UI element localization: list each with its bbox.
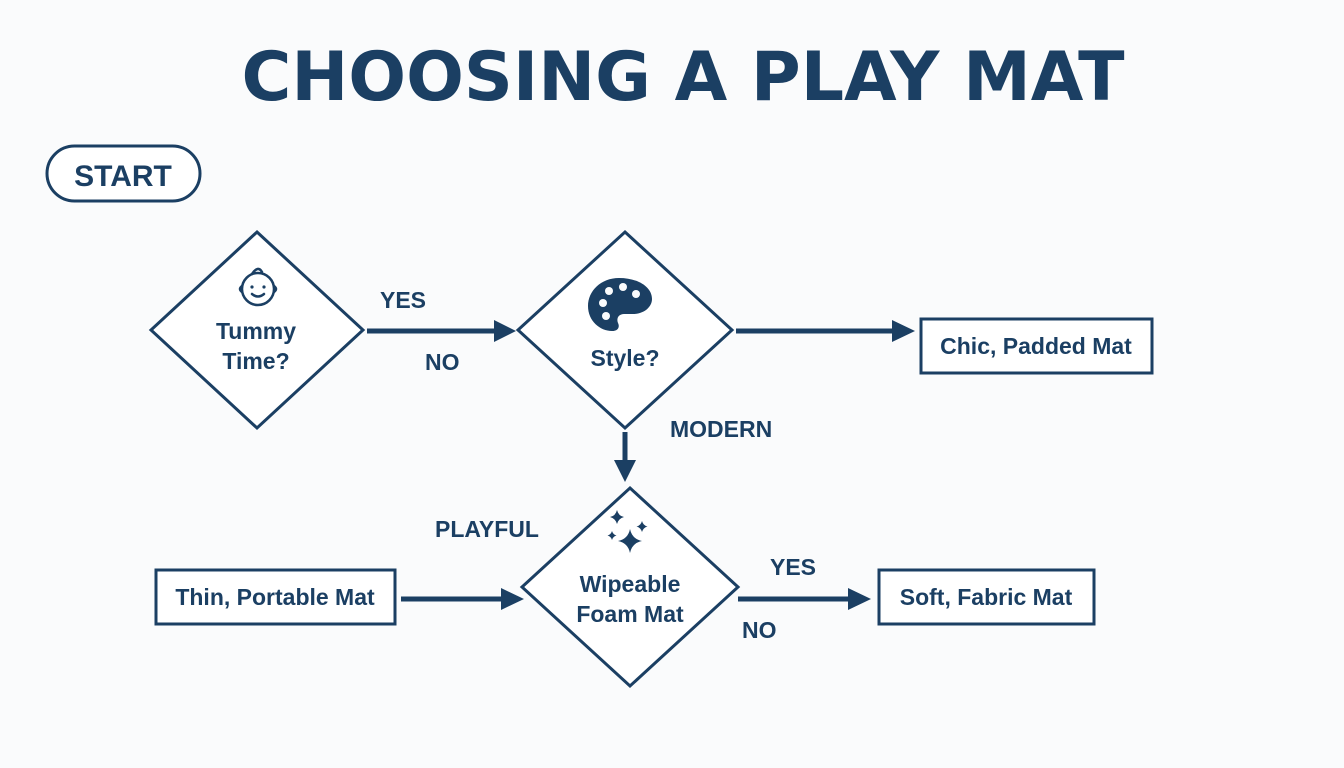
decision-style: Style? (515, 229, 735, 431)
outcome-soft-shape (877, 568, 1096, 626)
decision-wipeable-label-line2: Foam Mat (576, 601, 684, 627)
edge-label-tummy-no: NO (425, 349, 460, 375)
decision-style-shape (515, 229, 735, 431)
edge-label-tummy-yes: YES (380, 287, 426, 313)
decision-wipeable-foam-mat: Wipeable Foam Mat (519, 485, 741, 689)
outcome-chic-padded-mat: Chic, Padded Mat (919, 317, 1154, 375)
arrow-tummy-to-style (367, 320, 516, 342)
decision-style-label: Style? (590, 345, 659, 371)
arrow-style-to-wipeable (614, 432, 636, 482)
arrow-style-to-chic (736, 320, 915, 342)
paint-palette-icon (588, 278, 652, 331)
outcome-thin-label: Thin, Portable Mat (175, 584, 375, 610)
decision-wipeable-label-line1: Wipeable (580, 571, 681, 597)
decision-tummy-time-label-line1: Tummy (216, 318, 296, 344)
start-node: START (45, 144, 202, 203)
decision-tummy-time-label-line2: Time? (222, 348, 289, 374)
sparkle-icon (607, 510, 648, 553)
page-title: CHOOSING A PLAY MAT (241, 38, 1125, 117)
start-terminal-shape (45, 144, 202, 203)
outcome-soft-label: Soft, Fabric Mat (900, 584, 1073, 610)
arrow-wipeable-to-soft (738, 588, 871, 610)
edge-label-style-modern: MODERN (670, 416, 772, 442)
outcome-thin-portable-mat: Thin, Portable Mat (154, 568, 397, 626)
outcome-soft-fabric-mat: Soft, Fabric Mat (877, 568, 1096, 626)
outcome-thin-shape (154, 568, 397, 626)
arrow-thin-to-wipeable (401, 588, 524, 610)
decision-tummy-time: Tummy Time? (148, 229, 366, 431)
edge-label-wipe-yes: YES (770, 554, 816, 580)
decision-tummy-time-shape (148, 229, 366, 431)
decision-wipeable-shape (519, 485, 741, 689)
edge-label-wipe-no: NO (742, 617, 777, 643)
start-label: START (74, 160, 172, 193)
outcome-chic-shape (919, 317, 1154, 375)
outcome-chic-label: Chic, Padded Mat (940, 333, 1132, 359)
edge-label-style-playful: PLAYFUL (435, 516, 539, 542)
baby-face-icon (238, 267, 278, 307)
